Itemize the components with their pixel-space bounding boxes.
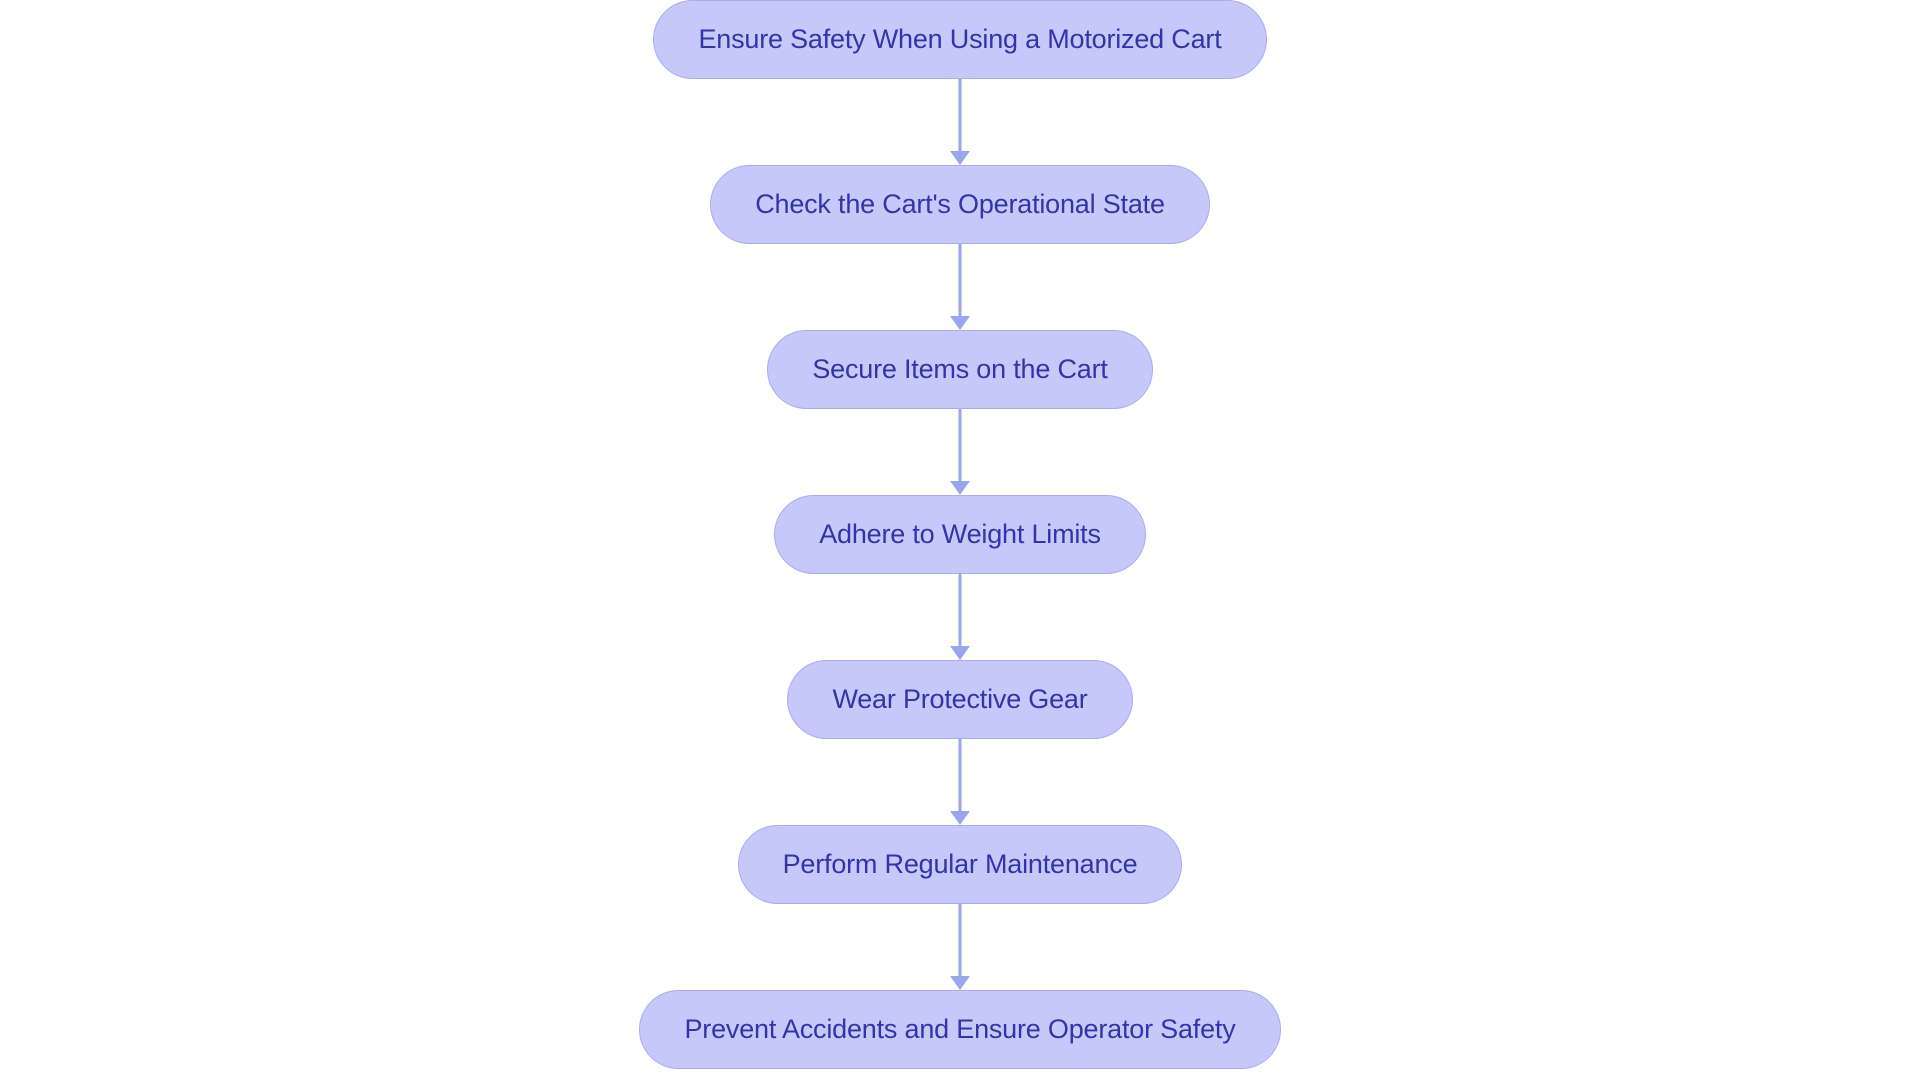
- edge-line: [958, 79, 962, 151]
- flowchart-node-row: Prevent Accidents and Ensure Operator Sa…: [0, 990, 1920, 1069]
- node-label: Ensure Safety When Using a Motorized Car…: [698, 24, 1222, 54]
- edge-line: [958, 409, 962, 481]
- edge-line: [958, 904, 962, 976]
- arrow-down-icon: [950, 316, 970, 330]
- flowchart-node-row: Wear Protective Gear: [0, 660, 1920, 739]
- node-label: Check the Cart's Operational State: [755, 189, 1165, 219]
- flowchart-node-row: Check the Cart's Operational State: [0, 165, 1920, 244]
- node-label: Adhere to Weight Limits: [819, 519, 1101, 549]
- flowchart-node-row: Ensure Safety When Using a Motorized Car…: [0, 0, 1920, 79]
- flowchart-edge-n4-n5: [940, 574, 980, 660]
- flowchart-edge-n3-n4: [940, 409, 980, 495]
- arrow-down-icon: [950, 646, 970, 660]
- flowchart-node-wear-protective-gear[interactable]: Wear Protective Gear: [787, 660, 1133, 739]
- node-label: Secure Items on the Cart: [812, 354, 1108, 384]
- node-label: Prevent Accidents and Ensure Operator Sa…: [684, 1014, 1236, 1044]
- arrow-down-icon: [950, 151, 970, 165]
- flowchart-node-check-operational-state[interactable]: Check the Cart's Operational State: [710, 165, 1210, 244]
- flowchart-node-adhere-weight-limits[interactable]: Adhere to Weight Limits: [774, 495, 1146, 574]
- flowchart-node-perform-maintenance[interactable]: Perform Regular Maintenance: [737, 825, 1183, 904]
- arrow-down-icon: [950, 481, 970, 495]
- edge-line: [958, 244, 962, 316]
- flowchart-node-prevent-accidents[interactable]: Prevent Accidents and Ensure Operator Sa…: [639, 990, 1281, 1069]
- edge-line: [958, 574, 962, 646]
- flowchart-node-ensure-safety[interactable]: Ensure Safety When Using a Motorized Car…: [653, 0, 1267, 79]
- node-label: Wear Protective Gear: [832, 684, 1088, 714]
- flowchart-node-row: Perform Regular Maintenance: [0, 825, 1920, 904]
- flowchart-edge-n5-n6: [940, 739, 980, 825]
- flowchart-node-row: Secure Items on the Cart: [0, 330, 1920, 409]
- flowchart-edge-n1-n2: [940, 79, 980, 165]
- arrow-down-icon: [950, 976, 970, 990]
- flowchart-edge-n6-n7: [940, 904, 980, 990]
- arrow-down-icon: [950, 811, 970, 825]
- edge-line: [958, 739, 962, 811]
- node-label: Perform Regular Maintenance: [782, 849, 1138, 879]
- flowchart-edge-n2-n3: [940, 244, 980, 330]
- flowchart-node-row: Adhere to Weight Limits: [0, 495, 1920, 574]
- flowchart-node-secure-items[interactable]: Secure Items on the Cart: [767, 330, 1153, 409]
